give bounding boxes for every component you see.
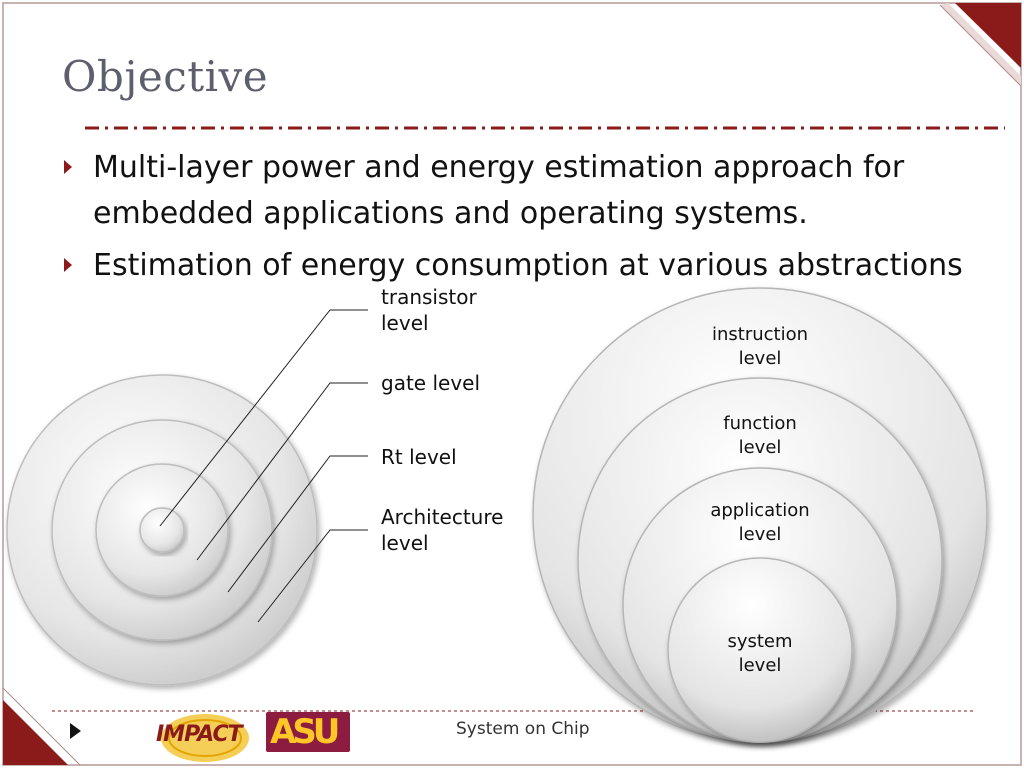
label-application-level: application level: [690, 499, 830, 547]
leader-line-architecture: [257, 529, 368, 623]
label-system-level: system level: [690, 630, 830, 678]
leader-line-transistor: [159, 309, 368, 527]
asu-logo-text: ASU: [270, 712, 340, 752]
label-line: level: [738, 437, 782, 458]
slide-title: Objective: [62, 52, 269, 101]
label-instruction-level: instruction level: [690, 323, 830, 371]
label-line: level: [381, 531, 429, 555]
label-line: transistor: [381, 285, 477, 309]
label-function-level: function level: [690, 412, 830, 460]
label-line: Rt level: [381, 445, 457, 469]
left-concentric-diagram: [6, 309, 368, 686]
footer-title: System on Chip: [456, 719, 590, 739]
impact-logo-text: IMPACT: [156, 722, 243, 747]
label-transistor-level: transistor level: [381, 284, 477, 336]
bullet-item: Multi-layer power and energy estimation …: [62, 145, 982, 237]
label-gate-level: gate level: [381, 370, 480, 396]
bullet-text: Estimation of energy consumption at vari…: [93, 248, 963, 283]
label-line: Architecture: [381, 505, 504, 529]
corner-decoration-top-right: [939, 3, 1022, 87]
bullet-list: Multi-layer power and energy estimation …: [62, 145, 982, 295]
leader-line-rt: [227, 455, 368, 593]
label-line: level: [381, 311, 429, 335]
bullet-arrow-icon: [64, 160, 72, 174]
right-nested-diagram: [532, 287, 988, 743]
corner-decoration-bottom-left: [2, 687, 81, 766]
right-circle-system: [667, 557, 853, 743]
impact-logo: IMPACT: [152, 706, 250, 764]
label-line: level: [738, 655, 782, 676]
label-rt-level: Rt level: [381, 444, 457, 470]
label-line: application: [710, 500, 810, 521]
label-architecture-level: Architecture level: [381, 504, 503, 556]
bullet-arrow-icon: [64, 258, 72, 272]
label-line: gate level: [381, 371, 481, 395]
label-line: system: [727, 631, 793, 652]
left-circle-transistor: [139, 507, 185, 553]
bullet-text: Multi-layer power and energy estimation …: [93, 150, 905, 231]
impact-logo-graphic: [161, 714, 249, 762]
label-line: instruction: [711, 324, 809, 345]
asu-logo: ASU: [266, 712, 350, 752]
next-slide-arrow-icon[interactable]: [70, 723, 81, 739]
label-line: level: [738, 524, 782, 545]
bullet-item: Estimation of energy consumption at vari…: [62, 243, 982, 289]
label-line: function: [723, 413, 797, 434]
leader-line-gate: [196, 382, 368, 561]
label-line: level: [738, 348, 782, 369]
